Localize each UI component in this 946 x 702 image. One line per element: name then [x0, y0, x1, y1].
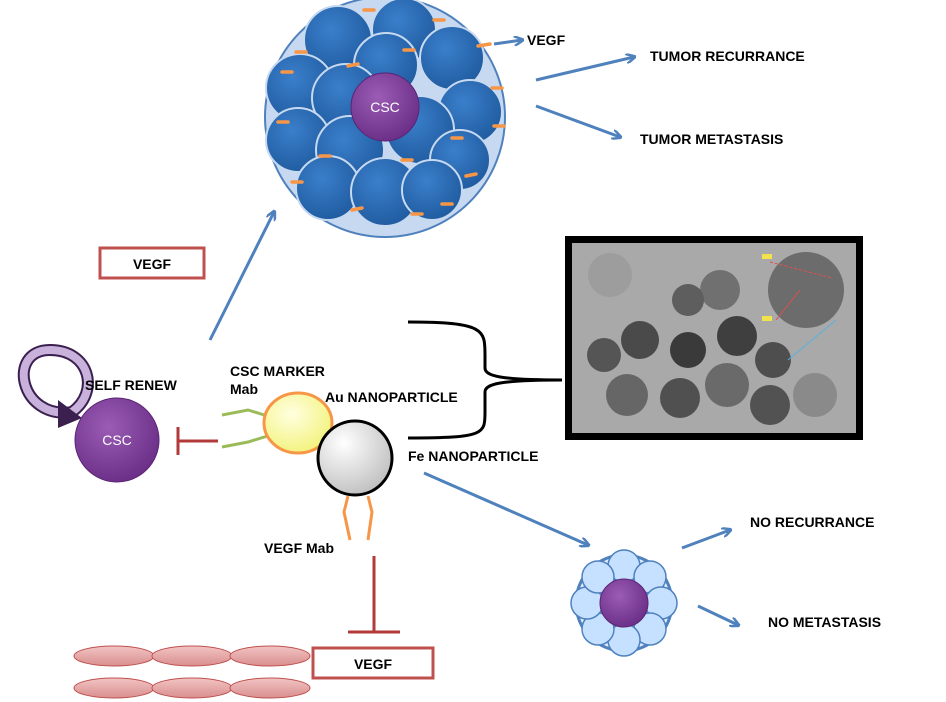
tumor-spheroid: CSC [264, 0, 506, 238]
arrow-vegf-release [493, 40, 522, 44]
vegf-top-label: VEGF [527, 32, 566, 48]
arrow-no-metastasis [697, 604, 738, 625]
vegf-mab-arm-1 [342, 495, 352, 541]
vegf-box-bottom [311, 646, 435, 680]
vegf-markers-on-tumor [276, 8, 506, 216]
arrow-to-treated-spheroid [423, 471, 588, 545]
self-renew-arrowhead [58, 400, 82, 428]
au-nanoparticle-label: Au NANOPARTICLE [325, 389, 458, 405]
vegf-box-left [98, 246, 206, 280]
treated-csc-core [599, 578, 649, 628]
au-nanoparticle [262, 391, 334, 455]
tumor-metastasis-label: TUMOR METASTASIS [640, 131, 783, 147]
endothelial-cells [73, 645, 311, 699]
vegf-box-left-label: VEGF [133, 256, 172, 272]
fe-nanoparticle-label: Fe NANOPARTICLE [408, 448, 538, 464]
vegf-box-bottom-label: VEGF [354, 656, 393, 672]
vegf-mab-label: VEGF Mab [264, 540, 334, 556]
curly-brace [407, 320, 563, 440]
no-recurrance-label: NO RECURRANCE [750, 514, 874, 530]
csc-core-cell [350, 72, 420, 142]
csc-core-label: CSC [370, 99, 400, 115]
treated-spheroid [570, 549, 678, 657]
arrow-no-recurrance [681, 530, 730, 550]
lattice-marker-blue [787, 319, 837, 361]
csc-cell-label: CSC [102, 432, 132, 448]
arrow-tumor-recurrance [535, 57, 634, 82]
csc-cell [74, 397, 160, 483]
csc-marker-label: CSC MARKER [230, 363, 325, 379]
mab-label: Mab [230, 381, 258, 397]
lattice-marker-red-2 [775, 289, 801, 321]
arrow-to-tumor [208, 212, 274, 341]
treated-spheroid-cells [570, 549, 678, 657]
csc-marker-mab-arm-2 [221, 432, 275, 449]
vegf-mab-arm-2 [366, 495, 374, 541]
arrow-tumor-metastasis [535, 104, 620, 137]
tumor-recurrance-label: TUMOR RECURRANCE [650, 48, 805, 64]
tem-micrograph [565, 236, 863, 440]
scale-marker-1 [762, 254, 772, 259]
lattice-marker-red [769, 261, 833, 279]
no-metastasis-label: NO METASTASIS [768, 614, 881, 630]
fe-nanoparticle [316, 419, 394, 497]
micrograph-particles [587, 252, 844, 425]
scale-marker-2 [762, 316, 772, 321]
self-renew-loop [19, 345, 92, 417]
self-renew-label: SELF RENEW [85, 377, 178, 393]
